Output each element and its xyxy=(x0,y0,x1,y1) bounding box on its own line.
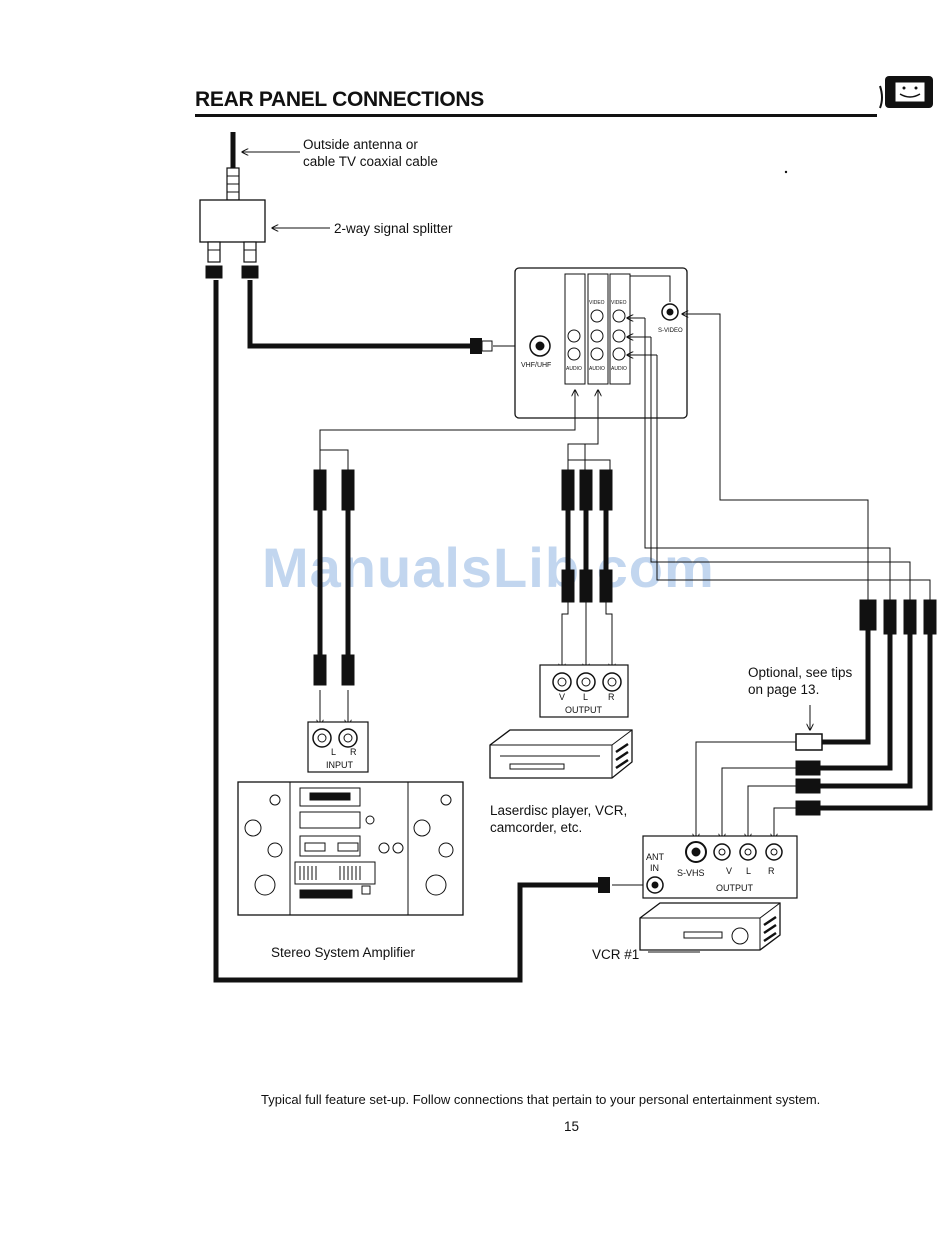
vhf-uhf-label: VHF/UHF xyxy=(521,362,552,369)
signal-splitter xyxy=(199,199,266,279)
stereo-input-panel xyxy=(307,721,369,773)
vcr-output-label: OUTPUT xyxy=(716,883,753,893)
audio-label-c: AUDIO xyxy=(611,366,627,372)
vcr-ant-label: ANT xyxy=(646,852,664,862)
vcr-svhs-label: S-VHS xyxy=(677,868,705,878)
antenna-label: Outside antenna or cable TV coaxial cabl… xyxy=(303,137,438,169)
vcr1-label: VCR #1 xyxy=(592,947,640,962)
tv-rear-panel xyxy=(514,267,688,419)
laserdisc-v-label: V xyxy=(559,692,566,702)
stereo-system-icon xyxy=(237,781,464,916)
tv-mascot-icon xyxy=(879,76,933,109)
laserdisc-l-label: L xyxy=(583,692,589,702)
svideo-plug-icon xyxy=(795,599,877,751)
laserdisc-label: Laserdisc player, VCR, camcorder, etc. xyxy=(490,803,628,835)
title-rule xyxy=(195,114,877,117)
page-number: 15 xyxy=(564,1119,580,1134)
laserdisc-player-icon xyxy=(489,729,633,779)
coax-plug-icon xyxy=(470,338,493,354)
vcr-v-label: V xyxy=(726,866,733,876)
optional-label: Optional, see tips on page 13. xyxy=(748,665,853,697)
stereo-l-label: L xyxy=(331,747,337,757)
vcr-device-icon xyxy=(639,902,781,951)
watermark: ManualsLib.com xyxy=(262,536,715,599)
splitter-label: 2-way signal splitter xyxy=(334,221,453,236)
video-label-b: VIDEO xyxy=(611,300,627,306)
laserdisc-output-label: OUTPUT xyxy=(565,705,602,715)
coax-plug-icon xyxy=(598,877,610,893)
vcr-output-panel xyxy=(642,835,798,899)
antenna-cable xyxy=(226,132,240,201)
laserdisc-r-label: R xyxy=(608,692,615,702)
coax-to-vcr xyxy=(213,280,598,983)
rca-plug-icon xyxy=(313,469,355,686)
stereo-r-label: R xyxy=(350,747,357,757)
audio-label-a: AUDIO xyxy=(566,366,582,372)
rca-plug-icon xyxy=(561,469,613,603)
page-caption: Typical full feature set-up. Follow conn… xyxy=(261,1092,821,1107)
s-video-label: S-VIDEO xyxy=(658,328,683,334)
stereo-label: Stereo System Amplifier xyxy=(271,945,416,960)
audio-label-b: AUDIO xyxy=(589,366,605,372)
video-label-a: VIDEO xyxy=(589,300,605,306)
vcr-r-label: R xyxy=(768,866,775,876)
stereo-input-label: INPUT xyxy=(326,760,353,770)
laserdisc-output-panel xyxy=(539,664,629,718)
vcr-l-label: L xyxy=(746,866,752,876)
page-title: REAR PANEL CONNECTIONS xyxy=(195,88,484,111)
vcr-in-label: IN xyxy=(650,863,659,873)
coax-to-tv xyxy=(247,280,470,349)
